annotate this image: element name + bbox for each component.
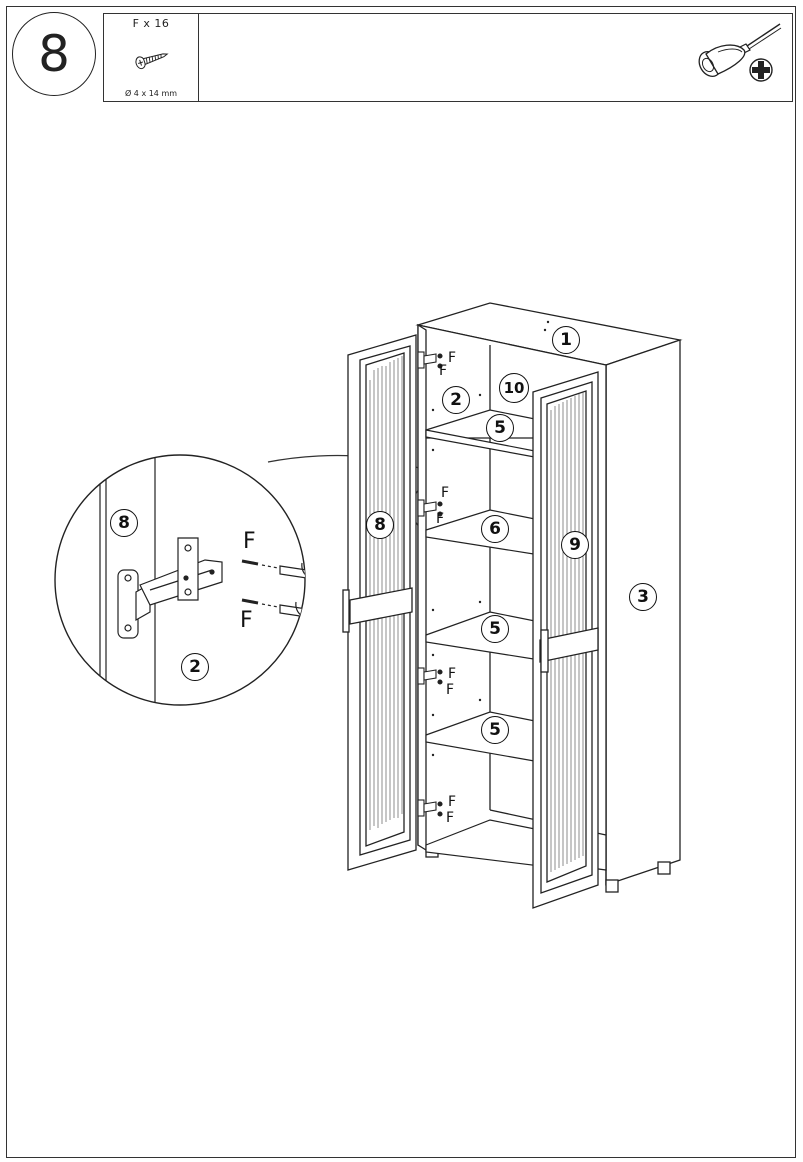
fastener-label: F — [446, 682, 455, 698]
hardware-size: Ø 4 x 14 mm — [124, 89, 178, 98]
fastener-label-detail: F — [243, 529, 256, 554]
screw-icon — [135, 53, 169, 70]
detail-screw-upper — [241, 559, 305, 581]
fastener-label: F — [436, 511, 445, 527]
hinges — [417, 351, 443, 817]
step-number: 8 — [12, 12, 96, 96]
callout-part-2: 2 — [442, 386, 470, 414]
callout-detail-part-8: 8 — [110, 509, 138, 537]
fastener-label: F — [448, 666, 457, 682]
fastener-label: F — [448, 794, 457, 810]
header-box: F x 16 Ø 4 x 14 mm — [103, 13, 793, 102]
callout-part-10: 10 — [499, 373, 529, 403]
callout-detail-part-2: 2 — [181, 653, 209, 681]
callout-part-1: 1 — [552, 326, 580, 354]
fastener-label: F — [441, 485, 450, 501]
hardware-cell: F x 16 Ø 4 x 14 mm — [104, 14, 199, 101]
detail-screw-lower — [241, 598, 305, 620]
callout-part-5-top: 5 — [486, 414, 514, 442]
fastener-label-detail: F — [240, 608, 253, 633]
callout-part-8: 8 — [366, 511, 394, 539]
phillips-screwdriver-icon — [698, 23, 782, 82]
fastener-label: F — [439, 363, 448, 379]
page-frame — [6, 6, 796, 1158]
callout-part-6: 6 — [481, 515, 509, 543]
cabinet-side-panel — [605, 339, 681, 886]
hardware-quantity: F x 16 — [132, 17, 170, 30]
left-door — [342, 334, 417, 871]
callout-part-3: 3 — [629, 583, 657, 611]
fastener-label: F — [446, 810, 455, 826]
callout-part-5-bottom: 5 — [481, 716, 509, 744]
callout-part-5-middle: 5 — [481, 615, 509, 643]
fastener-label: F — [448, 350, 457, 366]
right-door — [532, 371, 599, 909]
callout-part-9: 9 — [561, 531, 589, 559]
pre-drilled-holes — [431, 320, 550, 757]
